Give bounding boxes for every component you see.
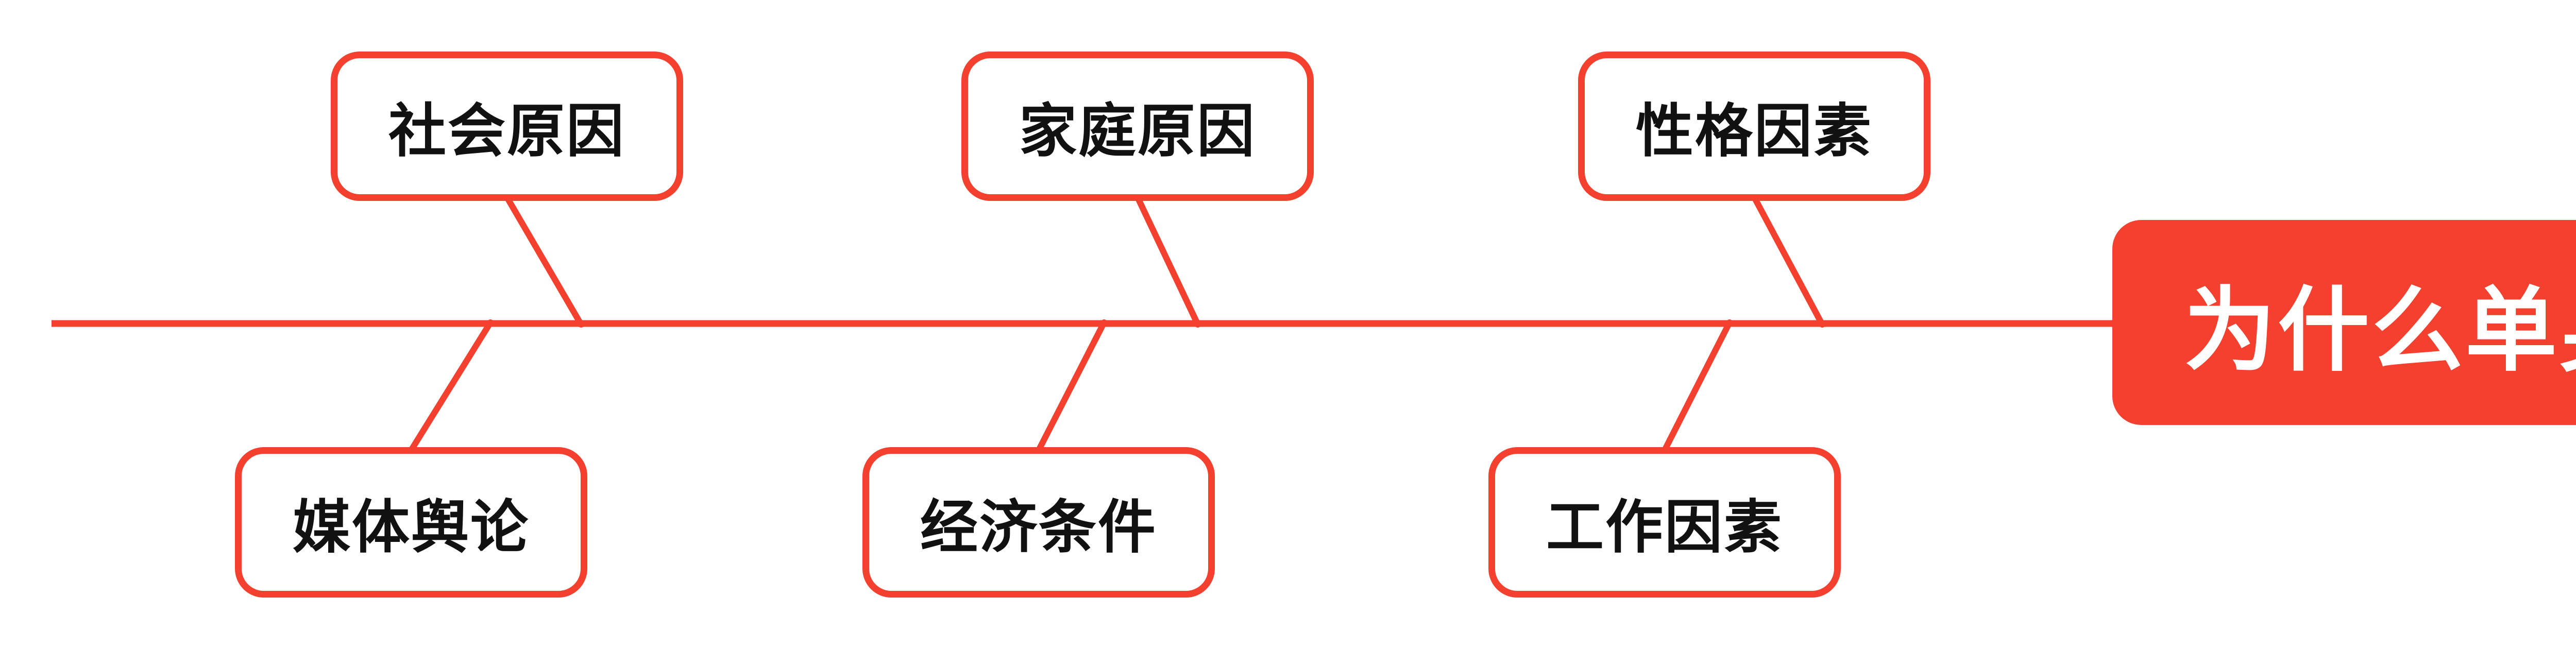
cause-node-economic[interactable]: 经济条件 <box>862 447 1215 598</box>
branch-line-top-3 <box>1751 194 1825 328</box>
cause-label: 社会原因 <box>388 99 625 163</box>
branch-line-bottom-3 <box>1662 319 1733 453</box>
branch-line-bottom-2 <box>1036 319 1107 453</box>
cause-node-work[interactable]: 工作因素 <box>1488 447 1841 598</box>
cause-label: 媒体舆论 <box>293 495 530 559</box>
branch-line-top-2 <box>1134 194 1201 328</box>
effect-node[interactable]: 为什么单身 <box>2112 220 2576 425</box>
effect-label: 为什么单身 <box>2184 279 2576 382</box>
branch-line-top-1 <box>504 194 584 328</box>
branch-line-bottom-1 <box>408 319 494 453</box>
cause-label: 工作因素 <box>1546 495 1783 559</box>
cause-node-media[interactable]: 媒体舆论 <box>235 447 587 598</box>
cause-label: 经济条件 <box>920 495 1157 559</box>
cause-node-social[interactable]: 社会原因 <box>331 52 683 201</box>
cause-label: 性格因素 <box>1636 99 1873 163</box>
cause-label: 家庭原因 <box>1019 99 1256 163</box>
cause-node-personality[interactable]: 性格因素 <box>1578 52 1930 201</box>
cause-node-family[interactable]: 家庭原因 <box>961 52 1314 201</box>
